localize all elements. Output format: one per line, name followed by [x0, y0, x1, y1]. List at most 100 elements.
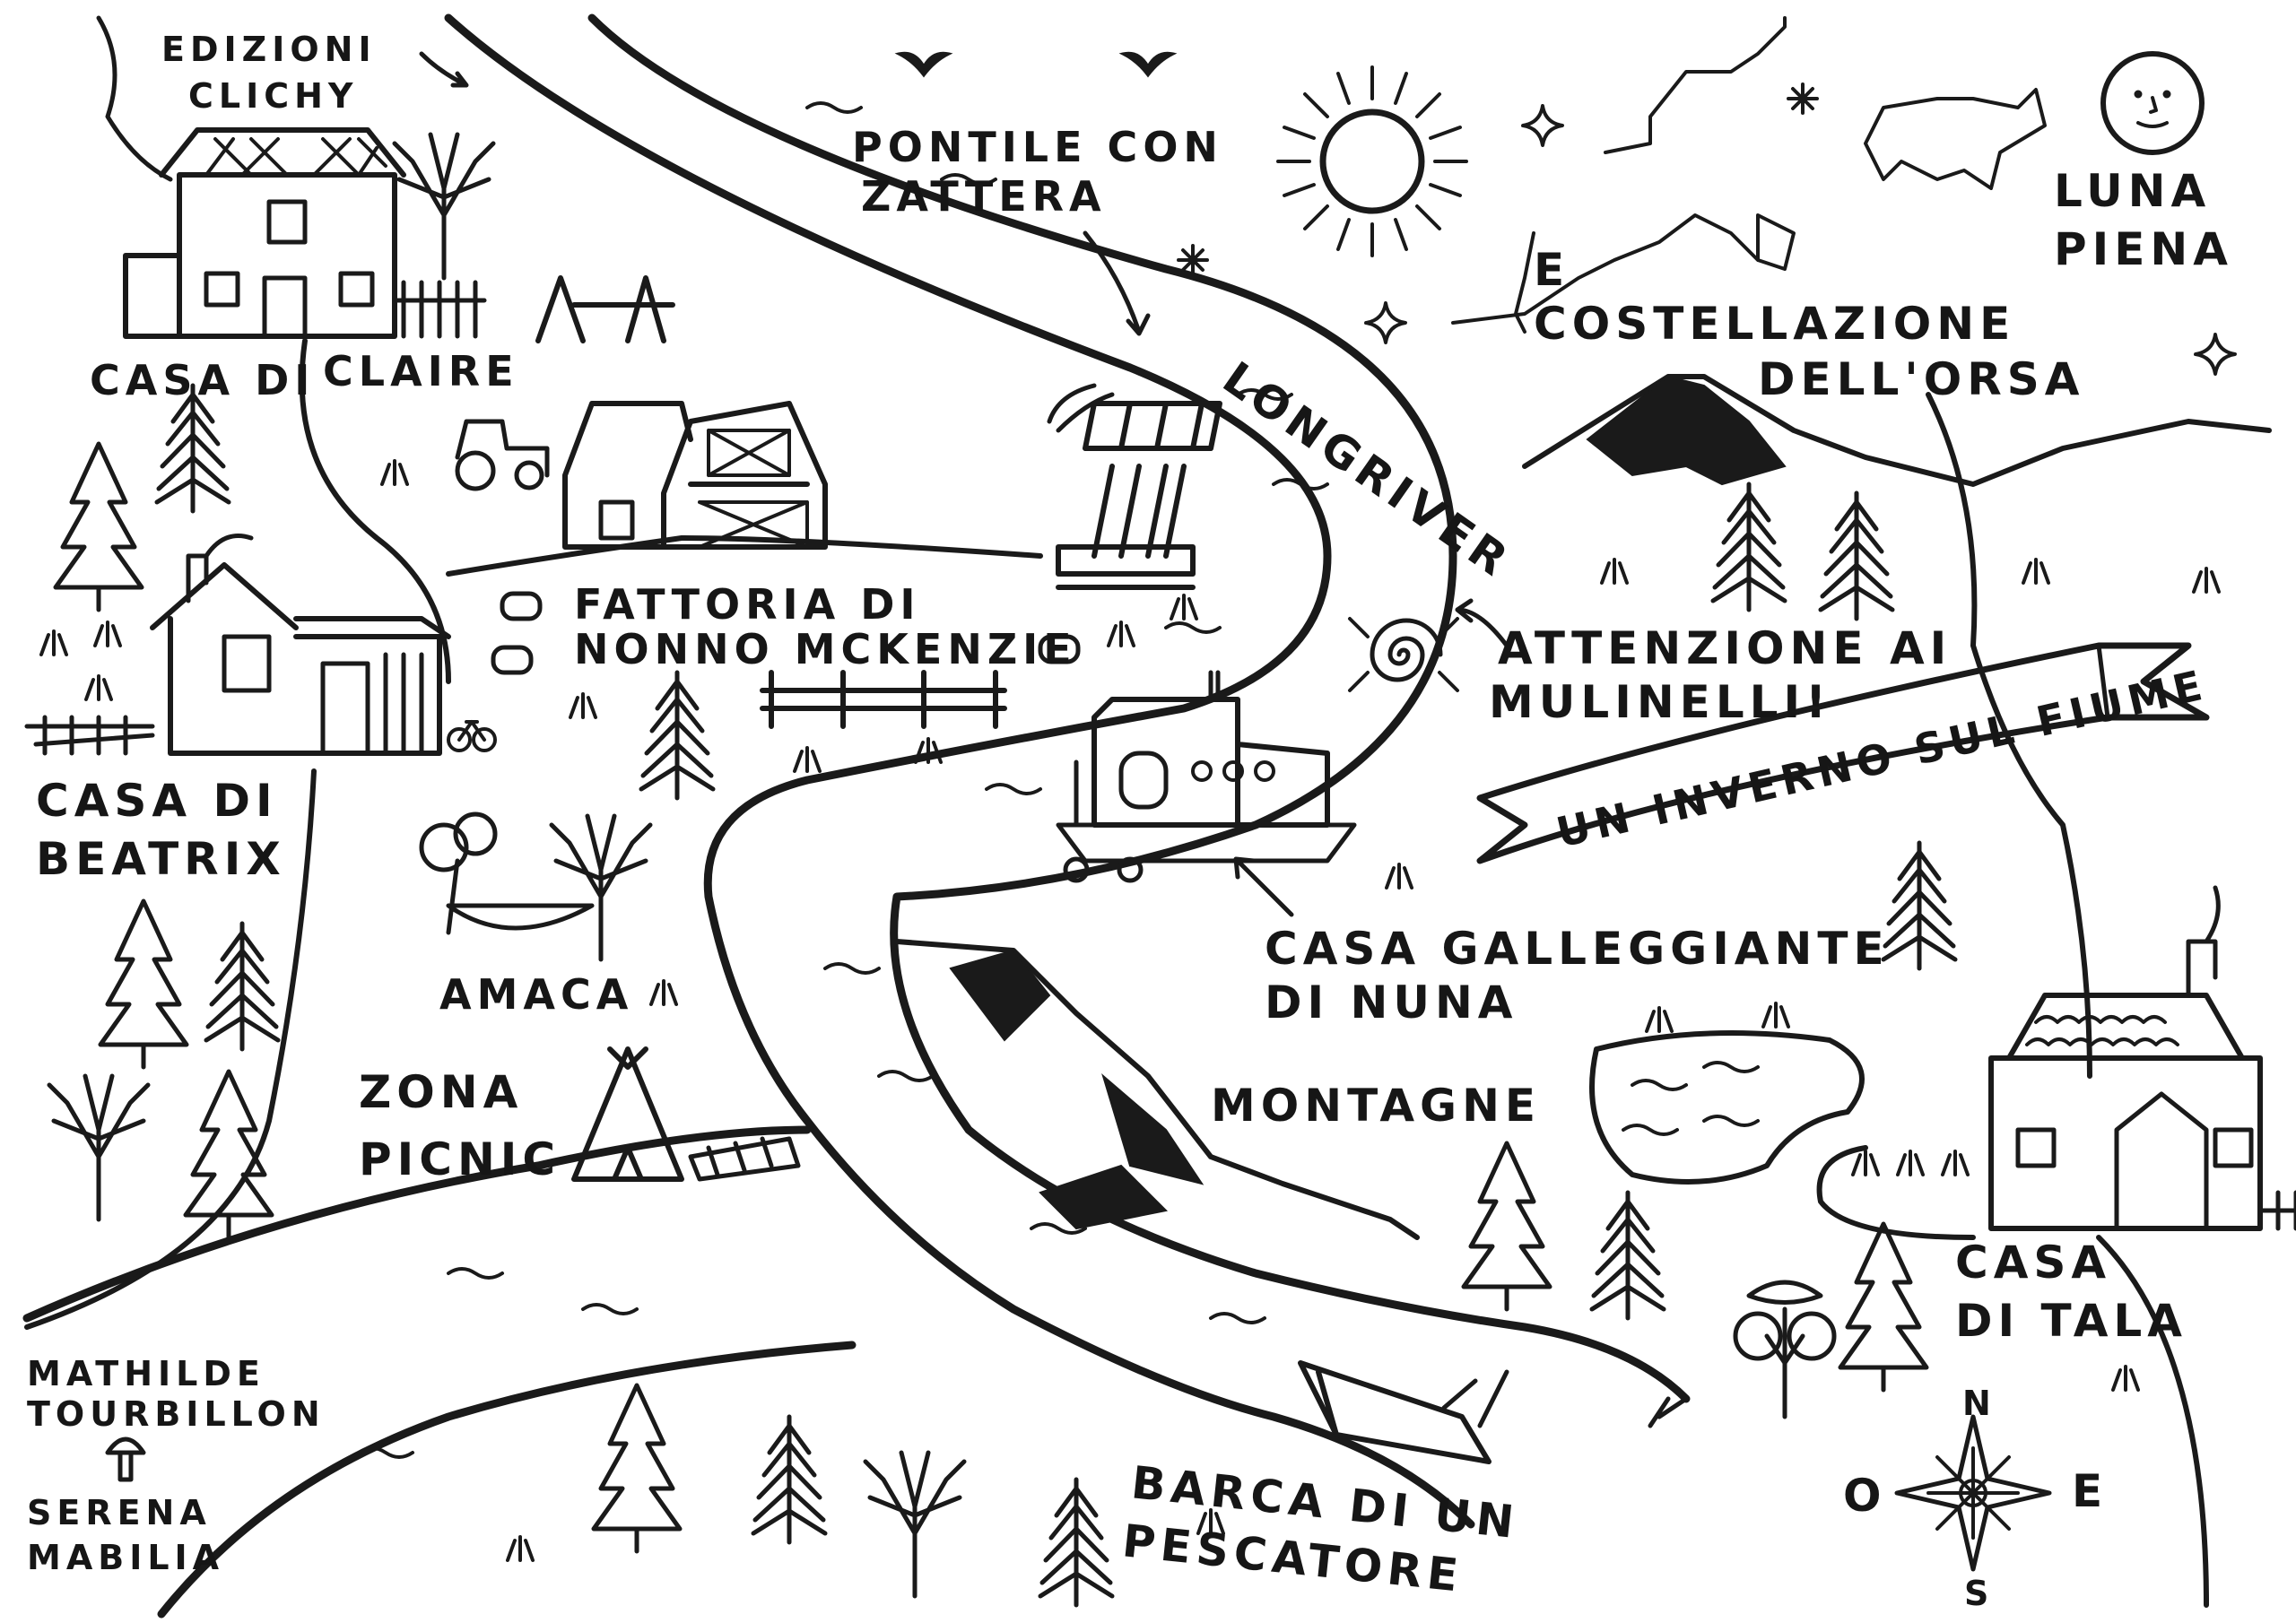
label-luna-2: PIENA [2054, 223, 2233, 275]
sun-icon [1276, 65, 1468, 257]
grass-icon [1107, 621, 1135, 647]
grass-icon [1941, 1150, 1970, 1176]
credits-line1: EDIZIONI [161, 30, 377, 69]
bicycle-icon [447, 720, 497, 752]
houseboat-icon [1056, 670, 1357, 883]
label-costellazione-3: DELL'ORSA [1758, 353, 2084, 405]
hammock-icon [419, 812, 595, 935]
pine-tree-icon [1040, 1480, 1112, 1605]
pine-tree-icon [100, 901, 187, 1067]
deciduous-tree-icon [1733, 1280, 1837, 1419]
label-costellazione-2: COSTELLAZIONE [1534, 298, 2015, 350]
label-casa-tala-2: DI TALA [1955, 1295, 2187, 1347]
hay-bale-icon [491, 591, 1081, 675]
author-1-line1: MATHILDE [27, 1354, 265, 1393]
label-casa-galleggiante-1: CASA GALLEGGIANTE [1265, 923, 1890, 975]
label-casa-beatrix-1: CASA DI [36, 775, 278, 827]
deciduous-tree-icon [49, 1076, 148, 1219]
grass-icon [2111, 1365, 2140, 1392]
mushroom-icon [105, 1436, 146, 1482]
label-fattoria-1: FATTORIA DI [574, 580, 921, 629]
house-icon [150, 534, 451, 756]
label-casa-claire-2: CLAIRE [323, 347, 519, 395]
grass-icon [93, 621, 122, 647]
label-casa-claire-1: CASA DI [90, 356, 315, 404]
grass-icon [380, 459, 409, 486]
deciduous-tree-icon [552, 816, 650, 959]
compass-east: E [2072, 1465, 2108, 1517]
pine-tree-icon [1592, 1193, 1664, 1318]
label-luna-1: LUNA [2054, 165, 2211, 217]
pier-raft-icon [1047, 383, 1222, 590]
label-costellazione-1: E [1534, 244, 1570, 296]
fence-icon [24, 715, 155, 756]
pine-tree-icon [753, 1417, 825, 1542]
deciduous-tree-icon [865, 1453, 964, 1596]
moon-face-icon [2100, 51, 2205, 155]
star-icon [2194, 333, 2237, 376]
pine-tree-icon [1821, 493, 1892, 619]
compass-rose-icon [1894, 1414, 2052, 1572]
label-casa-galleggiante-2: DI NUNA [1265, 976, 1518, 1028]
grass-icon [39, 629, 68, 656]
pond-icon [1589, 1030, 1865, 1185]
grass-icon [1896, 1150, 1925, 1176]
roads [24, 15, 2209, 1608]
label-montagne: MONTAGNE [1211, 1080, 1541, 1132]
author-1-line2: TOURBILLON [27, 1394, 326, 1434]
title-banner [1476, 642, 2210, 864]
pine-tree-icon [157, 386, 229, 511]
label-attenzione-1: ATTENZIONE AI [1498, 622, 1952, 674]
grass-icon [1851, 1150, 1880, 1176]
pine-tree-icon [1713, 484, 1785, 610]
barn-icon [562, 401, 828, 550]
pine-tree-icon [56, 444, 142, 610]
fence-icon [760, 670, 1007, 729]
label-fattoria-2: NONNO MCKENZIE [574, 625, 1077, 673]
teepee-icon [571, 1046, 801, 1182]
pine-tree-icon [1883, 843, 1955, 968]
grass-icon [1385, 863, 1413, 890]
bird-icon [1121, 51, 1175, 77]
label-pontile-2: ZATTERA [861, 172, 1107, 221]
label-zona-picnic-2: PICNIC [359, 1133, 561, 1185]
grass-icon [1645, 1006, 1674, 1033]
mountains-north-east [1522, 374, 2272, 487]
compass-north: N [1962, 1384, 1996, 1423]
author-2-line1: SERENA [27, 1493, 212, 1532]
grass-icon [1170, 594, 1198, 621]
label-amaca: AMACA [439, 970, 633, 1019]
bear-constellation-icon [1451, 16, 2047, 334]
house-icon [1988, 885, 2296, 1231]
river-label: LONGRIVER [1213, 352, 1521, 588]
reed-icon [1648, 1396, 1689, 1428]
rowboat-icon [1298, 1360, 1509, 1464]
star-icon [1787, 82, 1819, 115]
tractor-icon [455, 419, 550, 491]
grass-icon [793, 746, 822, 773]
grass-icon [1600, 558, 1629, 585]
deciduous-tree-icon [395, 135, 493, 278]
credits-line2: CLICHY [188, 76, 358, 116]
label-casa-beatrix-2: BEATRIX [36, 833, 286, 885]
pine-tree-icon [1840, 1224, 1926, 1390]
label-zona-picnic-1: ZONA [359, 1066, 523, 1118]
compass-west: O [1843, 1470, 1887, 1522]
grass-icon [506, 1535, 535, 1562]
star-icon [1521, 104, 1564, 147]
label-attenzione-2: MULINELLI! [1489, 676, 1831, 728]
compass-south: S [1964, 1574, 1994, 1613]
leader-arrows [419, 51, 1509, 917]
grass-icon [2192, 567, 2221, 594]
author-2-line2: MABILIA [27, 1538, 224, 1577]
swing-icon [535, 275, 675, 343]
label-pontile-1: PONTILE CON [852, 123, 1223, 171]
grass-icon [649, 979, 678, 1006]
pine-tree-icon [206, 924, 278, 1049]
pine-tree-icon [641, 673, 713, 798]
mountains-center [894, 939, 1420, 1240]
grass-icon [84, 674, 113, 701]
pine-tree-icon [1464, 1143, 1550, 1309]
grass-icon [569, 692, 597, 719]
